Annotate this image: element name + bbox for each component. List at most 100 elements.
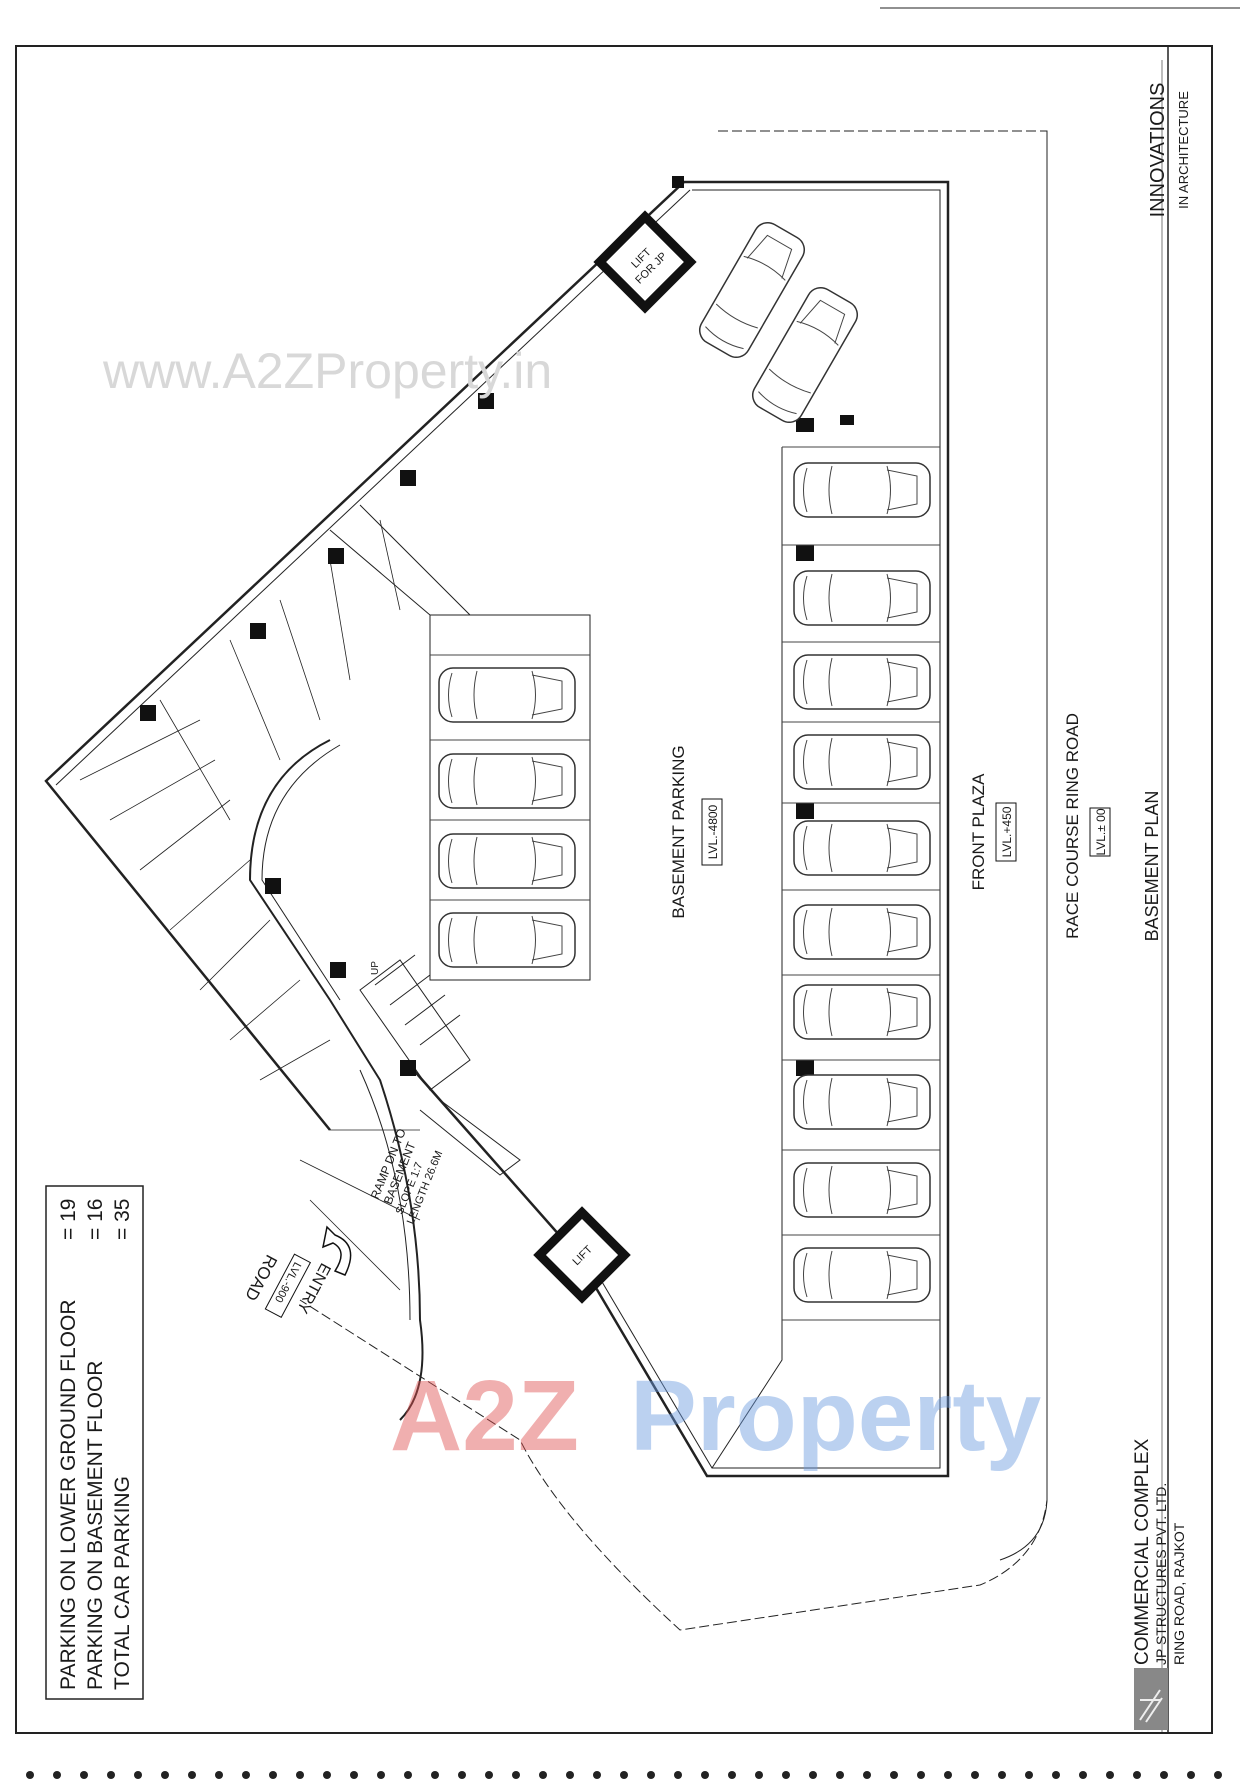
punch-hole [674, 1771, 682, 1779]
punch-hole [647, 1771, 655, 1779]
punch-hole [1025, 1771, 1033, 1779]
punch-hole [809, 1771, 817, 1779]
punch-hole [161, 1771, 169, 1779]
car-parking-bay [438, 912, 576, 968]
punch-hole [485, 1771, 493, 1779]
car-parking-bay [751, 286, 859, 424]
car-parking-bay [438, 753, 576, 809]
punch-hole [944, 1771, 952, 1779]
punch-hole [431, 1771, 439, 1779]
url-watermark: www.A2ZProperty.in [102, 343, 552, 399]
punch-hole [701, 1771, 709, 1779]
basement-level-tag: LVL.-4800 [701, 798, 723, 866]
punch-hole [1052, 1771, 1060, 1779]
car-parking-bay [438, 667, 576, 723]
project-block: COMMERCIAL COMPLEX JP STRUCTURES PVT. LT… [1132, 1438, 1187, 1730]
punch-hole [323, 1771, 331, 1779]
plaza-level: LVL.+450 [1000, 806, 1014, 857]
sheet-title: BASEMENT PLAN [1142, 791, 1162, 942]
punch-hole [53, 1771, 61, 1779]
legend-value-lower-ground: = 19 [57, 1199, 80, 1240]
punch-hole [377, 1771, 385, 1779]
entry-arrow-icon [321, 1225, 352, 1276]
punch-hole [728, 1771, 736, 1779]
punch-hole [134, 1771, 142, 1779]
punch-hole [215, 1771, 223, 1779]
basement-level: LVL.-4800 [706, 804, 720, 859]
road-edge [999, 131, 1048, 1561]
logo-property: Property [630, 1360, 1042, 1472]
punch-hole [890, 1771, 898, 1779]
punch-hole [296, 1771, 304, 1779]
punch-hole [404, 1771, 412, 1779]
car-parking-bay [438, 833, 576, 889]
legend-value-basement: = 16 [84, 1199, 107, 1240]
legend-label-total: TOTAL CAR PARKING [111, 1476, 134, 1690]
client-name: JP STRUCTURES PVT. LTD. [1153, 1483, 1169, 1665]
car-parking-bay [793, 734, 931, 790]
punch-hole [998, 1771, 1006, 1779]
building-outline [44, 176, 950, 1478]
car-parking-bay [793, 1247, 931, 1303]
parking-bays [430, 221, 940, 1321]
punch-hole [917, 1771, 925, 1779]
firm-tagline: IN ARCHITECTURE [1176, 91, 1191, 209]
punch-hole [26, 1771, 34, 1779]
punch-hole [1106, 1771, 1114, 1779]
legend-label-basement: PARKING ON BASEMENT FLOOR [84, 1361, 107, 1690]
punch-hole [971, 1771, 979, 1779]
car-parking-bay [793, 820, 931, 876]
punch-hole [782, 1771, 790, 1779]
firm-name: INNOVATIONS [1147, 83, 1169, 218]
punch-hole [620, 1771, 628, 1779]
punch-hole [458, 1771, 466, 1779]
punch-hole [1187, 1771, 1195, 1779]
car-parking-bay [698, 221, 806, 359]
punch-hole [755, 1771, 763, 1779]
car-parking-bay [793, 654, 931, 710]
basement-parking-label: BASEMENT PARKING [669, 745, 688, 918]
punch-hole [1160, 1771, 1168, 1779]
car-parking-bay [793, 462, 931, 518]
sheet-border [15, 45, 1213, 1734]
lift-jp: LIFT FOR JP [593, 210, 697, 314]
ring-road-label: RACE COURSE RING ROAD [1063, 713, 1082, 939]
project-location: RING ROAD, RAJKOT [1171, 1522, 1187, 1665]
a2z-logo-watermark: A2Z Property [390, 1360, 1042, 1472]
lift: LIFT [533, 1206, 631, 1304]
road-level: LVL.± 00 [1094, 808, 1108, 855]
legend-value-total: = 35 [111, 1199, 134, 1240]
punch-hole [1133, 1771, 1141, 1779]
punch-hole [566, 1771, 574, 1779]
ramp-note: RAMP DN TO BASEMENT SLOPE 1:7 LENGTH 26.… [368, 1127, 445, 1226]
car-parking-bay [793, 1074, 931, 1130]
parking-summary-legend: PARKING ON LOWER GROUND FLOOR = 19 PARKI… [45, 1185, 144, 1700]
car-parking-bay [793, 570, 931, 626]
entry-label: ENTRY LVL.-900 ROAD [241, 1225, 352, 1319]
logo-a2z: A2Z [390, 1360, 579, 1472]
punch-hole [1214, 1771, 1222, 1779]
car-parking-bay [793, 904, 931, 960]
punch-hole [512, 1771, 520, 1779]
punch-hole [593, 1771, 601, 1779]
punch-hole [539, 1771, 547, 1779]
punch-hole [1079, 1771, 1087, 1779]
plaza-level-tag: LVL.+450 [995, 802, 1017, 862]
punch-hole [863, 1771, 871, 1779]
punch-hole [350, 1771, 358, 1779]
car-parking-bay [793, 1162, 931, 1218]
stair-up-label: UP [370, 961, 381, 975]
punch-hole-row [26, 1771, 1222, 1779]
punch-hole [242, 1771, 250, 1779]
project-name: COMMERCIAL COMPLEX [1132, 1438, 1153, 1665]
legend-label-lower-ground: PARKING ON LOWER GROUND FLOOR [57, 1300, 80, 1690]
punch-hole [80, 1771, 88, 1779]
punch-hole [107, 1771, 115, 1779]
car-parking-bay [793, 984, 931, 1040]
punch-hole [269, 1771, 277, 1779]
front-plaza-label: FRONT PLAZA [969, 773, 988, 890]
punch-hole [836, 1771, 844, 1779]
punch-hole [188, 1771, 196, 1779]
road-level-tag: LVL.± 00 [1089, 807, 1111, 857]
